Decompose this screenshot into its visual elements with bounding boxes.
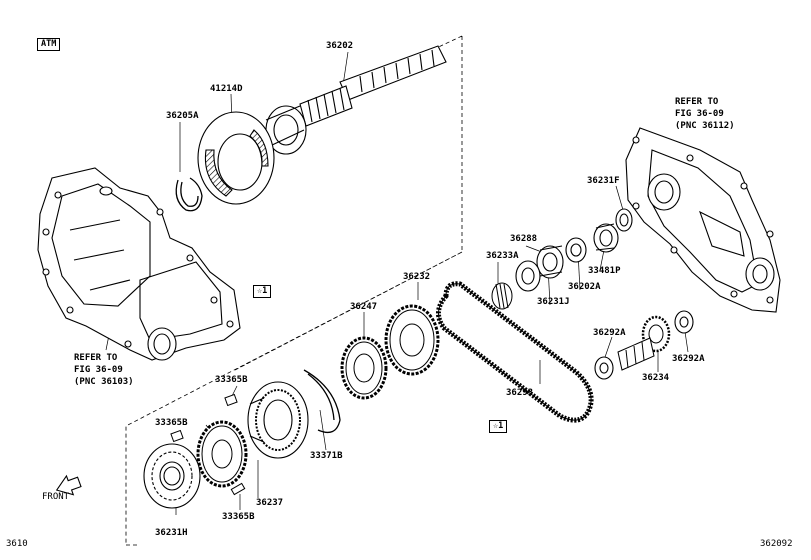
part-36205a[interactable]: 36205A (166, 111, 199, 121)
atm-tag: ATM (37, 38, 61, 51)
seal-33481P (593, 223, 619, 253)
ref-left-line1: REFER TO (74, 353, 118, 363)
spacer-36288 (515, 260, 541, 292)
snap-ring-33371B (303, 369, 341, 434)
gear-36237 (196, 420, 248, 488)
part-36233a[interactable]: 36233A (486, 251, 519, 261)
part-36231f[interactable]: 36231F (587, 176, 620, 186)
bearing-36292A-bottom (594, 356, 614, 380)
footer-left-code: 3610 (6, 539, 28, 549)
needle-bearing (491, 282, 513, 310)
part-36202[interactable]: 36202 (326, 41, 354, 51)
part-41214d[interactable]: 41214D (210, 84, 243, 94)
part-36292a-bottom[interactable]: 36292A (672, 354, 705, 364)
part-36234[interactable]: 36234 (642, 373, 670, 383)
part-36293[interactable]: 36293 (506, 388, 534, 398)
sprocket-36234 (617, 315, 671, 371)
part-33371b[interactable]: 33371B (310, 451, 343, 461)
hub-sleeve (247, 381, 309, 459)
bearing-36292A-top (674, 310, 694, 334)
ref-right-line3: (PNC 36112) (675, 121, 735, 131)
sprocket-36232 (384, 304, 440, 376)
drive-chain (436, 281, 594, 423)
part-33365b-top[interactable]: 33365B (215, 375, 248, 385)
part-33481p[interactable]: 33481P (588, 266, 621, 276)
bearing-36231J (536, 245, 564, 279)
ref-right-line2: FIG 36-09 (675, 109, 724, 119)
part-36231j[interactable]: 36231J (537, 297, 570, 307)
part-36232[interactable]: 36232 (403, 272, 431, 282)
input-shaft (265, 45, 447, 155)
part-36237[interactable]: 36237 (256, 498, 284, 508)
front-label: FRONT (42, 492, 70, 502)
bearing-36231H (143, 443, 201, 509)
part-36202a[interactable]: 36202A (568, 282, 601, 292)
marker-star1-left: ☆1 (253, 285, 272, 298)
ref-left-line3: (PNC 36103) (74, 377, 134, 387)
part-33365b-bottom[interactable]: 33365B (222, 512, 255, 522)
marker-star1-right: ☆1 (489, 420, 508, 433)
bearing-36202A (565, 237, 587, 263)
part-36247[interactable]: 36247 (350, 302, 378, 312)
footer-right-code: 362092 (760, 539, 793, 549)
gear-36247 (340, 336, 388, 400)
ring-36231F (615, 208, 633, 232)
part-36231h[interactable]: 36231H (155, 528, 188, 538)
part-36292a-top[interactable]: 36292A (593, 328, 626, 338)
shift-keys (170, 393, 246, 496)
arrow-front-icon (55, 474, 82, 496)
ref-right-line1: REFER TO (675, 97, 719, 107)
left-housing (37, 167, 241, 361)
part-36288[interactable]: 36288 (510, 234, 538, 244)
ref-left-line2: FIG 36-09 (74, 365, 123, 375)
snap-ring (175, 177, 203, 212)
thrust-washer (197, 111, 275, 205)
right-housing (625, 127, 781, 313)
part-33365b-left[interactable]: 33365B (155, 418, 188, 428)
